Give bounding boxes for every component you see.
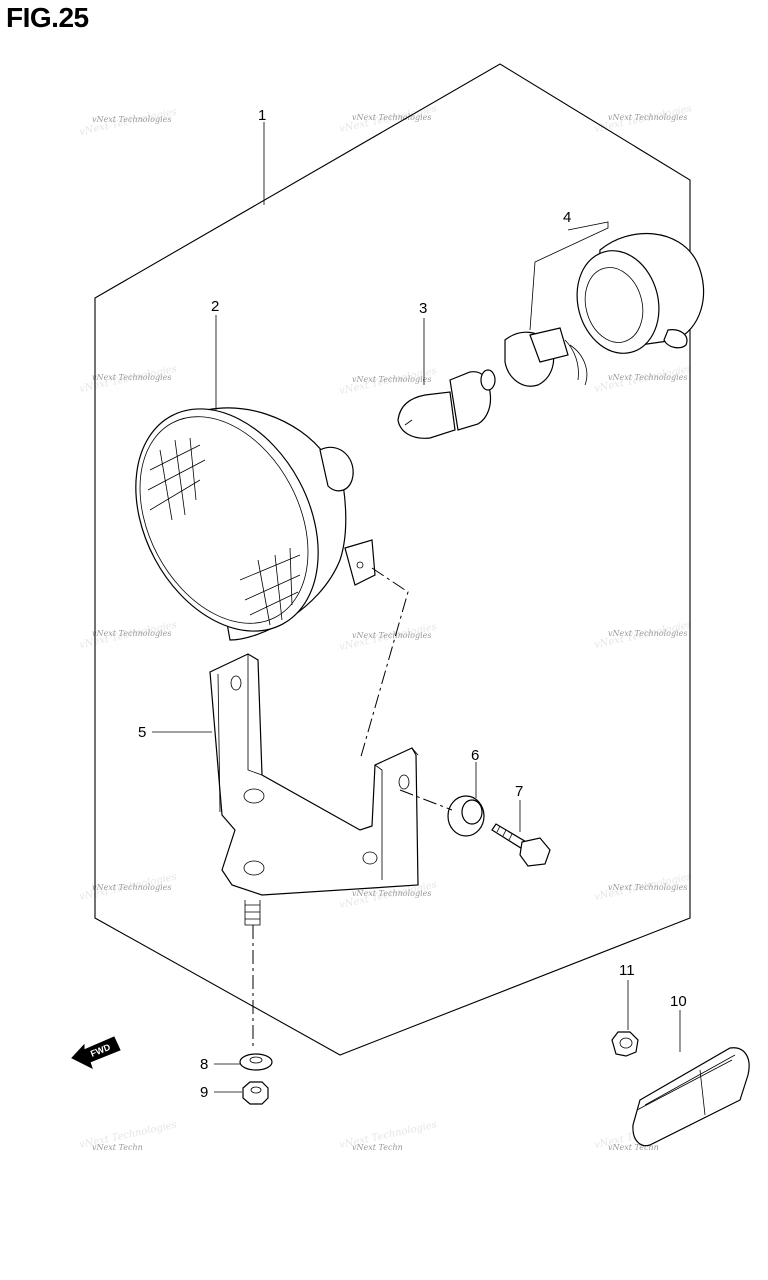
lamp-housing [576,232,705,354]
bulb [397,369,496,439]
figure-title: FIG.25 [6,2,89,33]
headlight-unit [135,407,376,641]
washer [239,1053,273,1071]
watermark-text: vNext Technologies [352,889,431,898]
callout-3: 3 [419,300,427,317]
small-nut [611,1031,639,1057]
watermark-text: vNext Techn [608,1143,659,1152]
reflector [632,1047,750,1147]
bulb-socket [504,327,588,387]
watermark-text: vNext Techn [352,1143,403,1152]
watermark-text: vNext Technologies [352,113,431,122]
callout-7: 7 [515,783,523,800]
leader-lines [152,122,681,1093]
callout-9: 9 [200,1084,208,1101]
assembly-lines [252,567,453,1048]
callout-11: 11 [619,962,635,979]
watermark-text: vNext Technologies [92,115,171,124]
callout-8: 8 [200,1056,208,1073]
watermark-text: vNext Technologies [352,631,431,640]
watermark-text: vNext Technologies [92,629,171,638]
callout-4: 4 [563,209,571,226]
watermark-text: vNext Technologies [608,883,687,892]
watermark-text: vNext Techn [92,1143,143,1152]
callout-2: 2 [211,298,219,315]
assembly-outline [94,63,691,1056]
watermark-text: vNext Technologies [92,883,171,892]
watermark-text: vNext Technologies [608,373,687,382]
watermark-text: vNext Technologies [352,375,431,384]
watermark-text: vNext Technologies [608,629,687,638]
callout-1: 1 [258,107,266,124]
fwd-arrow-icon: FWD [71,1036,121,1069]
callout-6: 6 [471,747,479,764]
watermark-text: vNext Technologies [92,373,171,382]
callout-10: 10 [670,993,687,1010]
callout-5: 5 [138,724,146,741]
grommet [447,795,485,837]
mounting-bracket [209,653,419,926]
callout-numbers: 1 2 3 4 5 6 7 8 9 10 11 [138,107,687,1101]
bolt [491,823,551,867]
watermark-text: vNext Technologies [608,113,687,122]
nut [242,1081,269,1105]
